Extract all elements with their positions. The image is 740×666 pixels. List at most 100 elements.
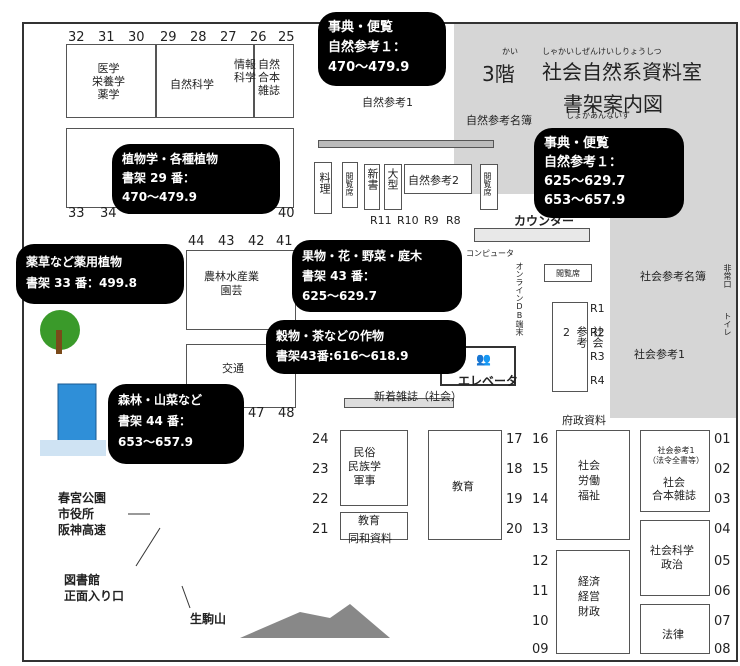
- shelf-number-44: 44: [188, 234, 205, 249]
- shelf-block-07-08: [640, 604, 710, 654]
- economy-label: 経済 経営 財政: [578, 575, 600, 618]
- nature-reference-2-shelf: [404, 164, 472, 194]
- shelf-number-24: 24: [312, 432, 329, 447]
- tree-icon: [40, 310, 80, 354]
- shelf-block-12-09: [556, 550, 630, 654]
- nature-bound-magazines-label: 自然 合本 雑誌: [258, 58, 280, 97]
- shelf-number-14: 14: [532, 492, 549, 507]
- shelf-number-48: 48: [278, 406, 295, 421]
- shelf-number-40: 40: [278, 206, 295, 221]
- shelf-block-01-03: [640, 430, 710, 512]
- new-magazines-label: 新着雑誌（社会）: [374, 390, 462, 403]
- shelf-number-11: 11: [532, 584, 549, 599]
- reading-seat-3: [544, 264, 592, 282]
- shelf-number-21: 21: [312, 522, 329, 537]
- callout-line: 事典・便覧: [544, 136, 610, 151]
- shelf-r2: R2: [590, 326, 605, 339]
- guide-ruby: しょかあんないず: [566, 111, 630, 120]
- reading-seat-3-label: 閲覧席: [556, 269, 580, 278]
- floor-ruby: かい: [502, 47, 518, 56]
- reading-seat-1: [342, 162, 358, 208]
- shelf-number-03: 03: [714, 492, 731, 507]
- callout-line: 625〜629.7: [302, 289, 378, 303]
- people-icon: 👥: [476, 352, 491, 366]
- shelf-number-07: 07: [714, 614, 731, 629]
- online-db-label: オンラインDB端末: [515, 262, 524, 336]
- shelf-number-08: 08: [714, 642, 731, 657]
- building-icon: [40, 383, 106, 456]
- cooking-label: 料理: [318, 172, 331, 194]
- nature-reference-1-label: 自然参考1: [362, 96, 413, 109]
- callout-medicinal-plants: 薬草など薬用植物 書架 33 番：499.8: [16, 244, 184, 304]
- callout-line: 薬草など薬用植物: [26, 255, 123, 269]
- callout-line: 森林・山菜など: [118, 393, 203, 407]
- floor-label: 3階: [482, 62, 515, 86]
- callout-line: 事典・便覧: [328, 20, 394, 35]
- guide-title: 書架案内図: [563, 92, 663, 116]
- social-science-politics-label: 社会科学 政治: [650, 544, 694, 571]
- shelf-number-42: 42: [248, 234, 265, 249]
- shelf-number-27: 27: [220, 30, 237, 45]
- social-reference-1-box-label: 社会参考1 （法令全書等）: [648, 446, 704, 465]
- social-bound-magazines-label: 社会 合本雑誌: [652, 476, 696, 502]
- callout-line: 書架 44 番：: [118, 414, 192, 428]
- room-title: 社会自然系資料室: [542, 60, 702, 84]
- shelf-number-23: 23: [312, 462, 329, 477]
- shelf-number-26: 26: [250, 30, 267, 45]
- law-label: 法律: [662, 628, 684, 641]
- shelf-number-20: 20: [506, 522, 523, 537]
- shelf-number-12: 12: [532, 554, 549, 569]
- shelf-number-41: 41: [276, 234, 293, 249]
- nature-reference-list-label: 自然参考名簿: [466, 114, 532, 127]
- shelf-number-29: 29: [160, 30, 177, 45]
- shelf-number-33: 33: [68, 206, 85, 221]
- shelf-block-21: [340, 512, 408, 540]
- callout-grains: 穀物・茶などの作物 書架43番:616〜618.9: [266, 320, 466, 374]
- callout-line: 自然参考１：: [544, 155, 623, 170]
- nature-reference-2-label: 自然参考2: [408, 174, 459, 187]
- shelf-number-13: 13: [532, 522, 549, 537]
- room-ruby: しゃかいしぜんけいしりょうしつ: [542, 47, 662, 56]
- education-label-2: 教育: [452, 480, 474, 493]
- shelf-block-24-22: [340, 430, 408, 506]
- mountain-arrow: [181, 585, 191, 609]
- shelf-r9: R9: [424, 214, 439, 227]
- elevator-label: エレベータ: [458, 374, 519, 388]
- shelf-block-17-20: [428, 430, 502, 540]
- callout-line: 書架43番:616〜618.9: [276, 349, 409, 363]
- shelf-block-29-26: [156, 44, 254, 118]
- shelf-block-44-41: [186, 250, 296, 330]
- shelf-r10: R10: [397, 214, 419, 227]
- shelf-block-04-06: [640, 520, 710, 596]
- computer-label: コンピュータ: [466, 249, 514, 258]
- callout-line: 植物学・各種植物: [122, 152, 219, 166]
- shelf-r8: R8: [446, 214, 461, 227]
- shelf-number-16: 16: [532, 432, 549, 447]
- shelf-number-43: 43: [218, 234, 235, 249]
- nature-large-shelf: [384, 164, 402, 210]
- callout-line: 穀物・茶などの作物: [276, 329, 385, 343]
- shelf-number-09: 09: [532, 642, 549, 657]
- shelf-r4: R4: [590, 374, 605, 387]
- park-label: 春宮公園 市役所 阪神高速: [58, 491, 107, 537]
- toilet-label: トイレ: [723, 312, 732, 336]
- library-entrance-label: 図書館 正面入り口: [64, 573, 125, 603]
- cooking-shelf: [314, 162, 332, 214]
- nature-new-books-shelf: [364, 164, 380, 210]
- shelf-r11: R11: [370, 214, 392, 227]
- shelf-number-32: 32: [68, 30, 85, 45]
- shelf-number-19: 19: [506, 492, 523, 507]
- shelf-r3: R3: [590, 350, 605, 363]
- shelf-number-34: 34: [100, 206, 117, 221]
- info-science-label: 情報 科学: [234, 58, 256, 84]
- shelf-number-22: 22: [312, 492, 329, 507]
- reading-seat-2: [480, 164, 498, 210]
- callout-line: 書架 33 番：499.8: [26, 276, 138, 290]
- shelf-number-18: 18: [506, 462, 523, 477]
- shelf-number-04: 04: [714, 522, 731, 537]
- emergency-exit-label: 非常口: [723, 264, 732, 288]
- callout-forestry: 森林・山菜など 書架 44 番： 653〜657.9: [108, 384, 244, 464]
- shelf-number-28: 28: [190, 30, 207, 45]
- callout-nature-ref-1: 事典・便覧 自然参考１： 470〜479.9: [318, 12, 446, 86]
- counter-desk: [474, 228, 590, 242]
